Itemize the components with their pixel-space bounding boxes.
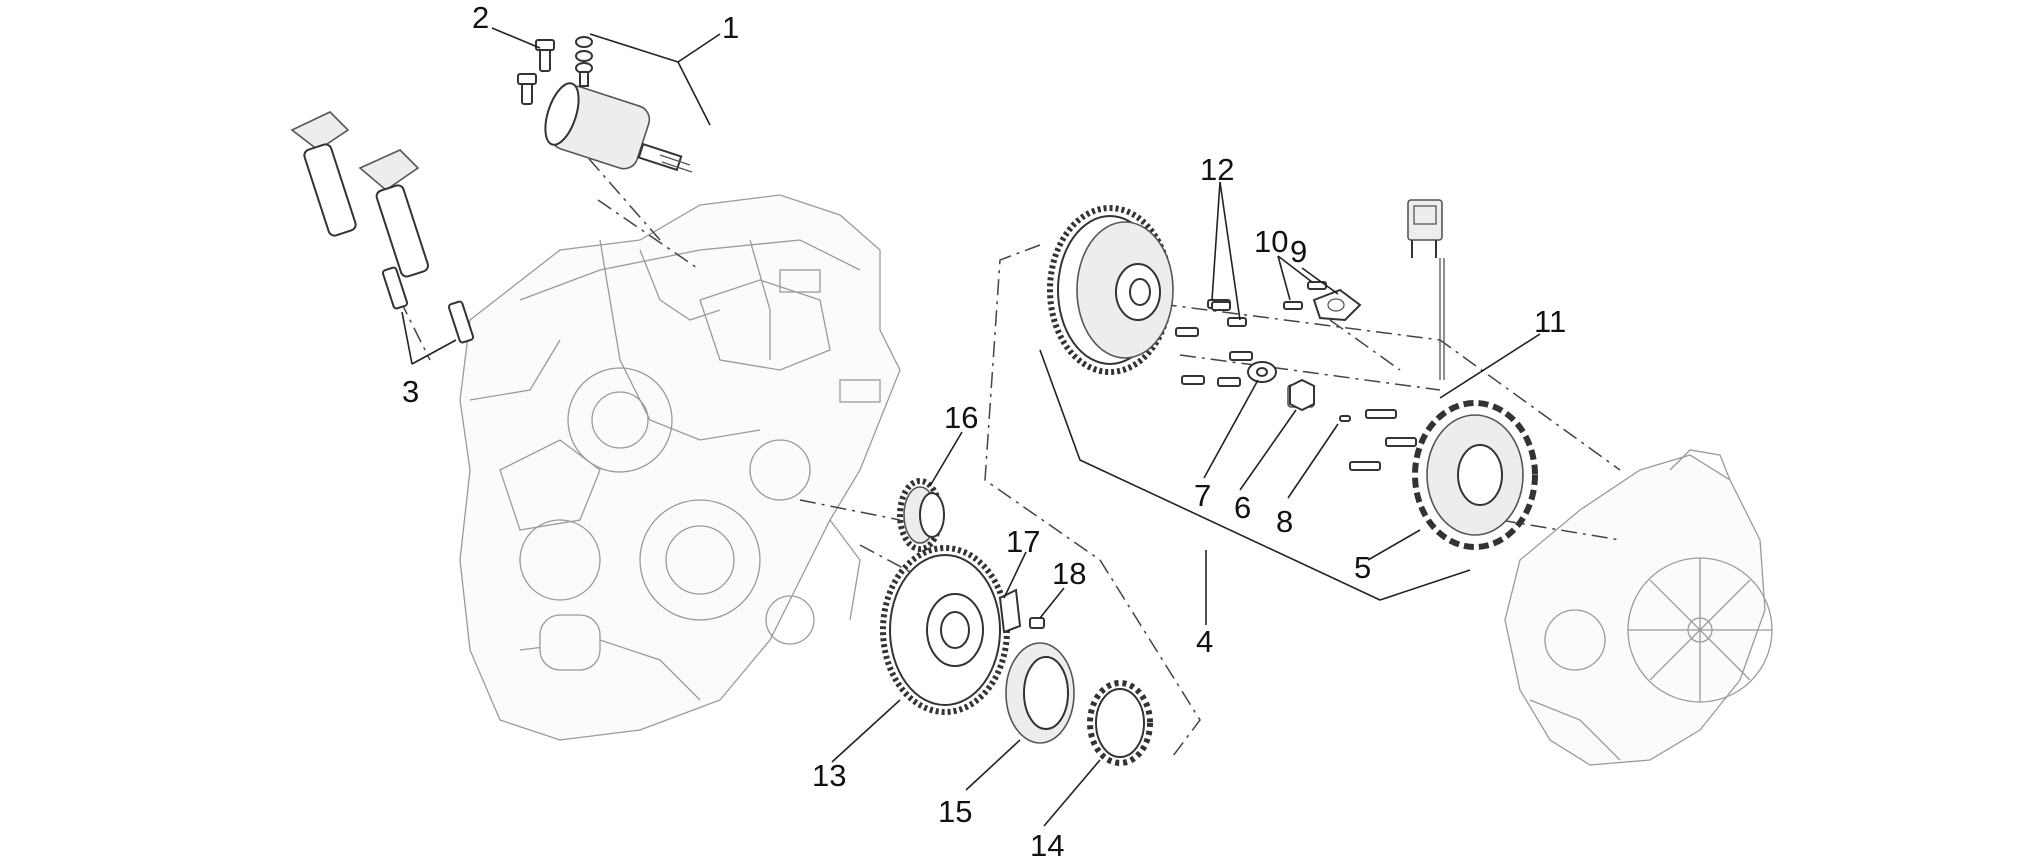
label-4: 4 — [1196, 624, 1213, 659]
label-11: 11 — [1534, 304, 1566, 339]
label-16: 16 — [944, 400, 978, 435]
label-6: 6 — [1234, 490, 1251, 525]
label-18: 18 — [1052, 556, 1086, 591]
idler-gear — [897, 478, 945, 552]
freewheel — [1005, 642, 1075, 744]
flywheel-bolts — [1175, 299, 1253, 387]
starter-motor — [544, 82, 693, 173]
flywheel-rotor — [1047, 205, 1174, 375]
stator-screws — [1349, 409, 1417, 471]
plate-17 — [998, 588, 1022, 634]
callout-labels: 1 2 3 4 5 6 7 8 9 10 11 12 13 14 15 16 1… — [402, 0, 1566, 859]
stator-connector — [1407, 199, 1445, 380]
label-14: 14 — [1030, 828, 1064, 859]
label-12: 12 — [1200, 152, 1234, 187]
woodruff-key — [1339, 415, 1351, 422]
label-5: 5 — [1354, 550, 1371, 585]
label-8: 8 — [1276, 504, 1293, 539]
roller-bearing — [1087, 680, 1153, 766]
engine-block — [459, 194, 901, 741]
label-7: 7 — [1194, 478, 1211, 513]
label-9: 9 — [1290, 234, 1307, 269]
flywheel-nut — [1287, 378, 1315, 412]
label-1: 1 — [722, 10, 739, 45]
label-15: 15 — [938, 794, 972, 829]
alternator-cover — [1504, 449, 1773, 766]
starter-bolts — [517, 36, 593, 105]
stator — [1412, 400, 1538, 550]
ignition-coils — [290, 111, 429, 278]
label-2: 2 — [472, 0, 489, 35]
label-13: 13 — [812, 758, 846, 793]
starter-ring-gear — [880, 545, 1010, 715]
washer — [1247, 361, 1277, 383]
cable-bracket — [1312, 288, 1362, 322]
label-3: 3 — [402, 374, 419, 409]
spark-plugs — [381, 266, 475, 344]
screw-18 — [1029, 617, 1045, 629]
label-10: 10 — [1254, 224, 1288, 259]
label-17: 17 — [1006, 524, 1040, 559]
leader-lines — [401, 27, 1541, 827]
